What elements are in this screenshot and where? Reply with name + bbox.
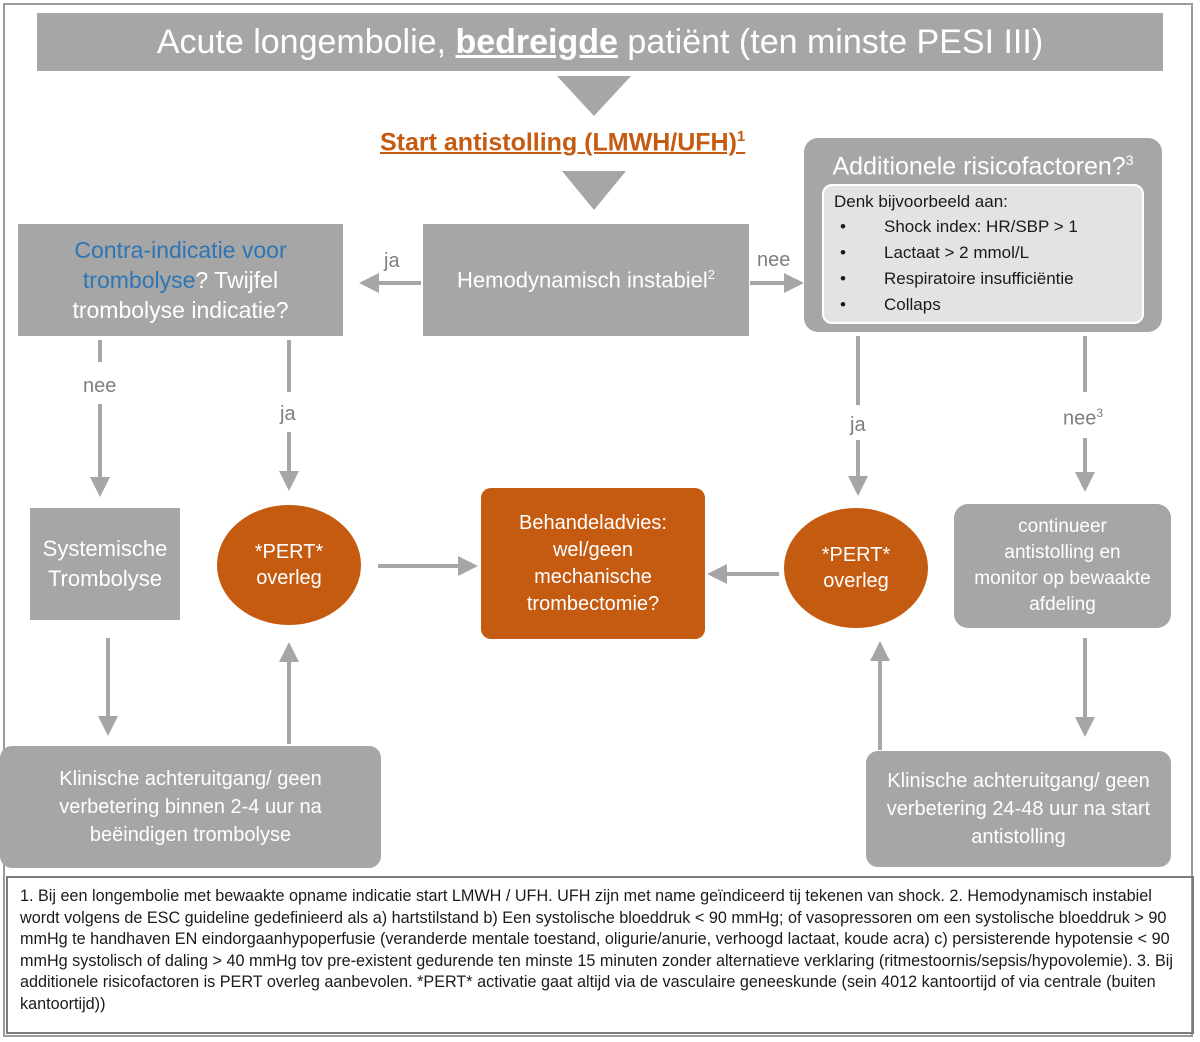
footnote-text: 1. Bij een longembolie met bewaakte opna…	[20, 887, 1173, 1013]
systemic-thrombolysis-box: Systemische Trombolyse	[30, 508, 180, 620]
bullet-icon: •	[840, 217, 846, 236]
bullet-icon: •	[840, 243, 846, 262]
risk-factor-text: Shock index: HR/SBP > 1	[884, 217, 1078, 236]
label-ja-hemo: ja	[384, 250, 400, 272]
label-nee3-sup: 3	[1096, 406, 1104, 420]
contraindication-text: Contra-indicatie voor trombolyse? Twijfe…	[30, 235, 331, 325]
risk-factor-text: Lactaat > 2 mmol/L	[884, 243, 1030, 262]
clinical-deterioration-right-box: Klinische achteruitgang/ geen verbeterin…	[866, 751, 1171, 867]
bullet-icon: •	[840, 295, 846, 314]
label-nee3-risk: nee3	[1063, 406, 1103, 431]
hemodynamic-sup: 2	[707, 266, 715, 282]
start-sup: 1	[736, 128, 746, 145]
treatment-advice-box: Behandeladvies: wel/geen mechanische tro…	[481, 488, 705, 639]
risk-factors-title: Additionele risicofactoren?3	[832, 152, 1133, 181]
continue-anticoagulation-text: continueer antistolling en monitor op be…	[974, 516, 1151, 615]
title-emphasis: bedreigde	[455, 22, 618, 61]
risk-factor-text: Collaps	[884, 295, 941, 314]
title-bar: Acute longembolie, bedreigde patiënt (te…	[37, 13, 1163, 71]
hemodynamic-text: Hemodynamisch instabiel2	[457, 267, 715, 293]
pert-consult-left: *PERT* overleg	[217, 505, 361, 625]
pert-right-line2: overleg	[823, 570, 889, 592]
risk-factors-box: Additionele risicofactoren?3 Denk bijvoo…	[804, 138, 1162, 332]
risk-title-text: Additionele risicofactoren?	[832, 152, 1126, 181]
footnotes: 1. Bij een longembolie met bewaakte opna…	[6, 876, 1194, 1034]
risk-factor-text: Respiratoire insufficiëntie	[884, 269, 1074, 288]
flow-triangle-mid	[562, 171, 626, 210]
risk-factor-item: • Collaps	[834, 292, 1132, 318]
contraindication-blue: Contra-indicatie voor trombolyse	[74, 237, 287, 293]
risk-factor-item: • Shock index: HR/SBP > 1	[834, 214, 1132, 240]
start-anticoagulation: Start antistolling (LMWH/UFH)1	[380, 128, 745, 157]
pert-right-line1: *PERT*	[821, 544, 891, 566]
risk-title-sup: 3	[1125, 152, 1134, 168]
risk-factor-item: • Lactaat > 2 mmol/L	[834, 240, 1132, 266]
label-nee-contra: nee	[83, 375, 117, 397]
bullet-icon: •	[840, 269, 846, 288]
clinical-deterioration-left-box: Klinische achteruitgang/ geen verbeterin…	[0, 746, 381, 868]
title-suffix: patiënt (ten minste PESI III)	[627, 22, 1044, 61]
label-nee-hemo: nee	[757, 249, 791, 271]
page-title: Acute longembolie, bedreigde patiënt (te…	[157, 23, 1043, 62]
risk-intro: Denk bijvoorbeeld aan:	[834, 192, 1008, 211]
hemodynamic-box: Hemodynamisch instabiel2	[423, 224, 749, 336]
pert-left-line1: *PERT*	[254, 541, 324, 563]
label-nee3-text: nee	[1063, 407, 1097, 430]
contraindication-rest: ? Twijfel trombolyse indicatie?	[72, 267, 289, 323]
risk-factor-list: • Shock index: HR/SBP > 1 • Lactaat > 2 mm…	[834, 214, 1132, 318]
pert-consult-right: *PERT* overleg	[784, 508, 928, 628]
contraindication-box: Contra-indicatie voor trombolyse? Twijfe…	[18, 224, 343, 336]
systemic-thrombolysis-text: Systemische Trombolyse	[42, 536, 168, 591]
diagram-frame	[3, 3, 1193, 1037]
start-text: Start antistolling (LMWH/UFH)	[380, 128, 737, 157]
risk-factor-item: • Respiratoire insufficiëntie	[834, 266, 1132, 292]
hemodynamic-label: Hemodynamisch instabiel	[457, 267, 708, 293]
risk-factors-list-panel: Denk bijvoorbeeld aan: • Shock index: HR/…	[822, 184, 1144, 324]
clinical-deterioration-left-text: Klinische achteruitgang/ geen verbeterin…	[59, 768, 322, 846]
pert-left-line2: overleg	[256, 567, 322, 589]
treatment-advice-text: Behandeladvies: wel/geen mechanische tro…	[519, 511, 667, 615]
label-ja-contra: ja	[280, 403, 296, 425]
clinical-deterioration-right-text: Klinische achteruitgang/ geen verbeterin…	[886, 770, 1151, 848]
title-prefix: Acute longembolie,	[156, 22, 447, 61]
label-ja-risk: ja	[850, 414, 866, 436]
continue-anticoagulation-box: continueer antistolling en monitor op be…	[954, 504, 1171, 628]
flow-triangle-top	[557, 76, 631, 116]
